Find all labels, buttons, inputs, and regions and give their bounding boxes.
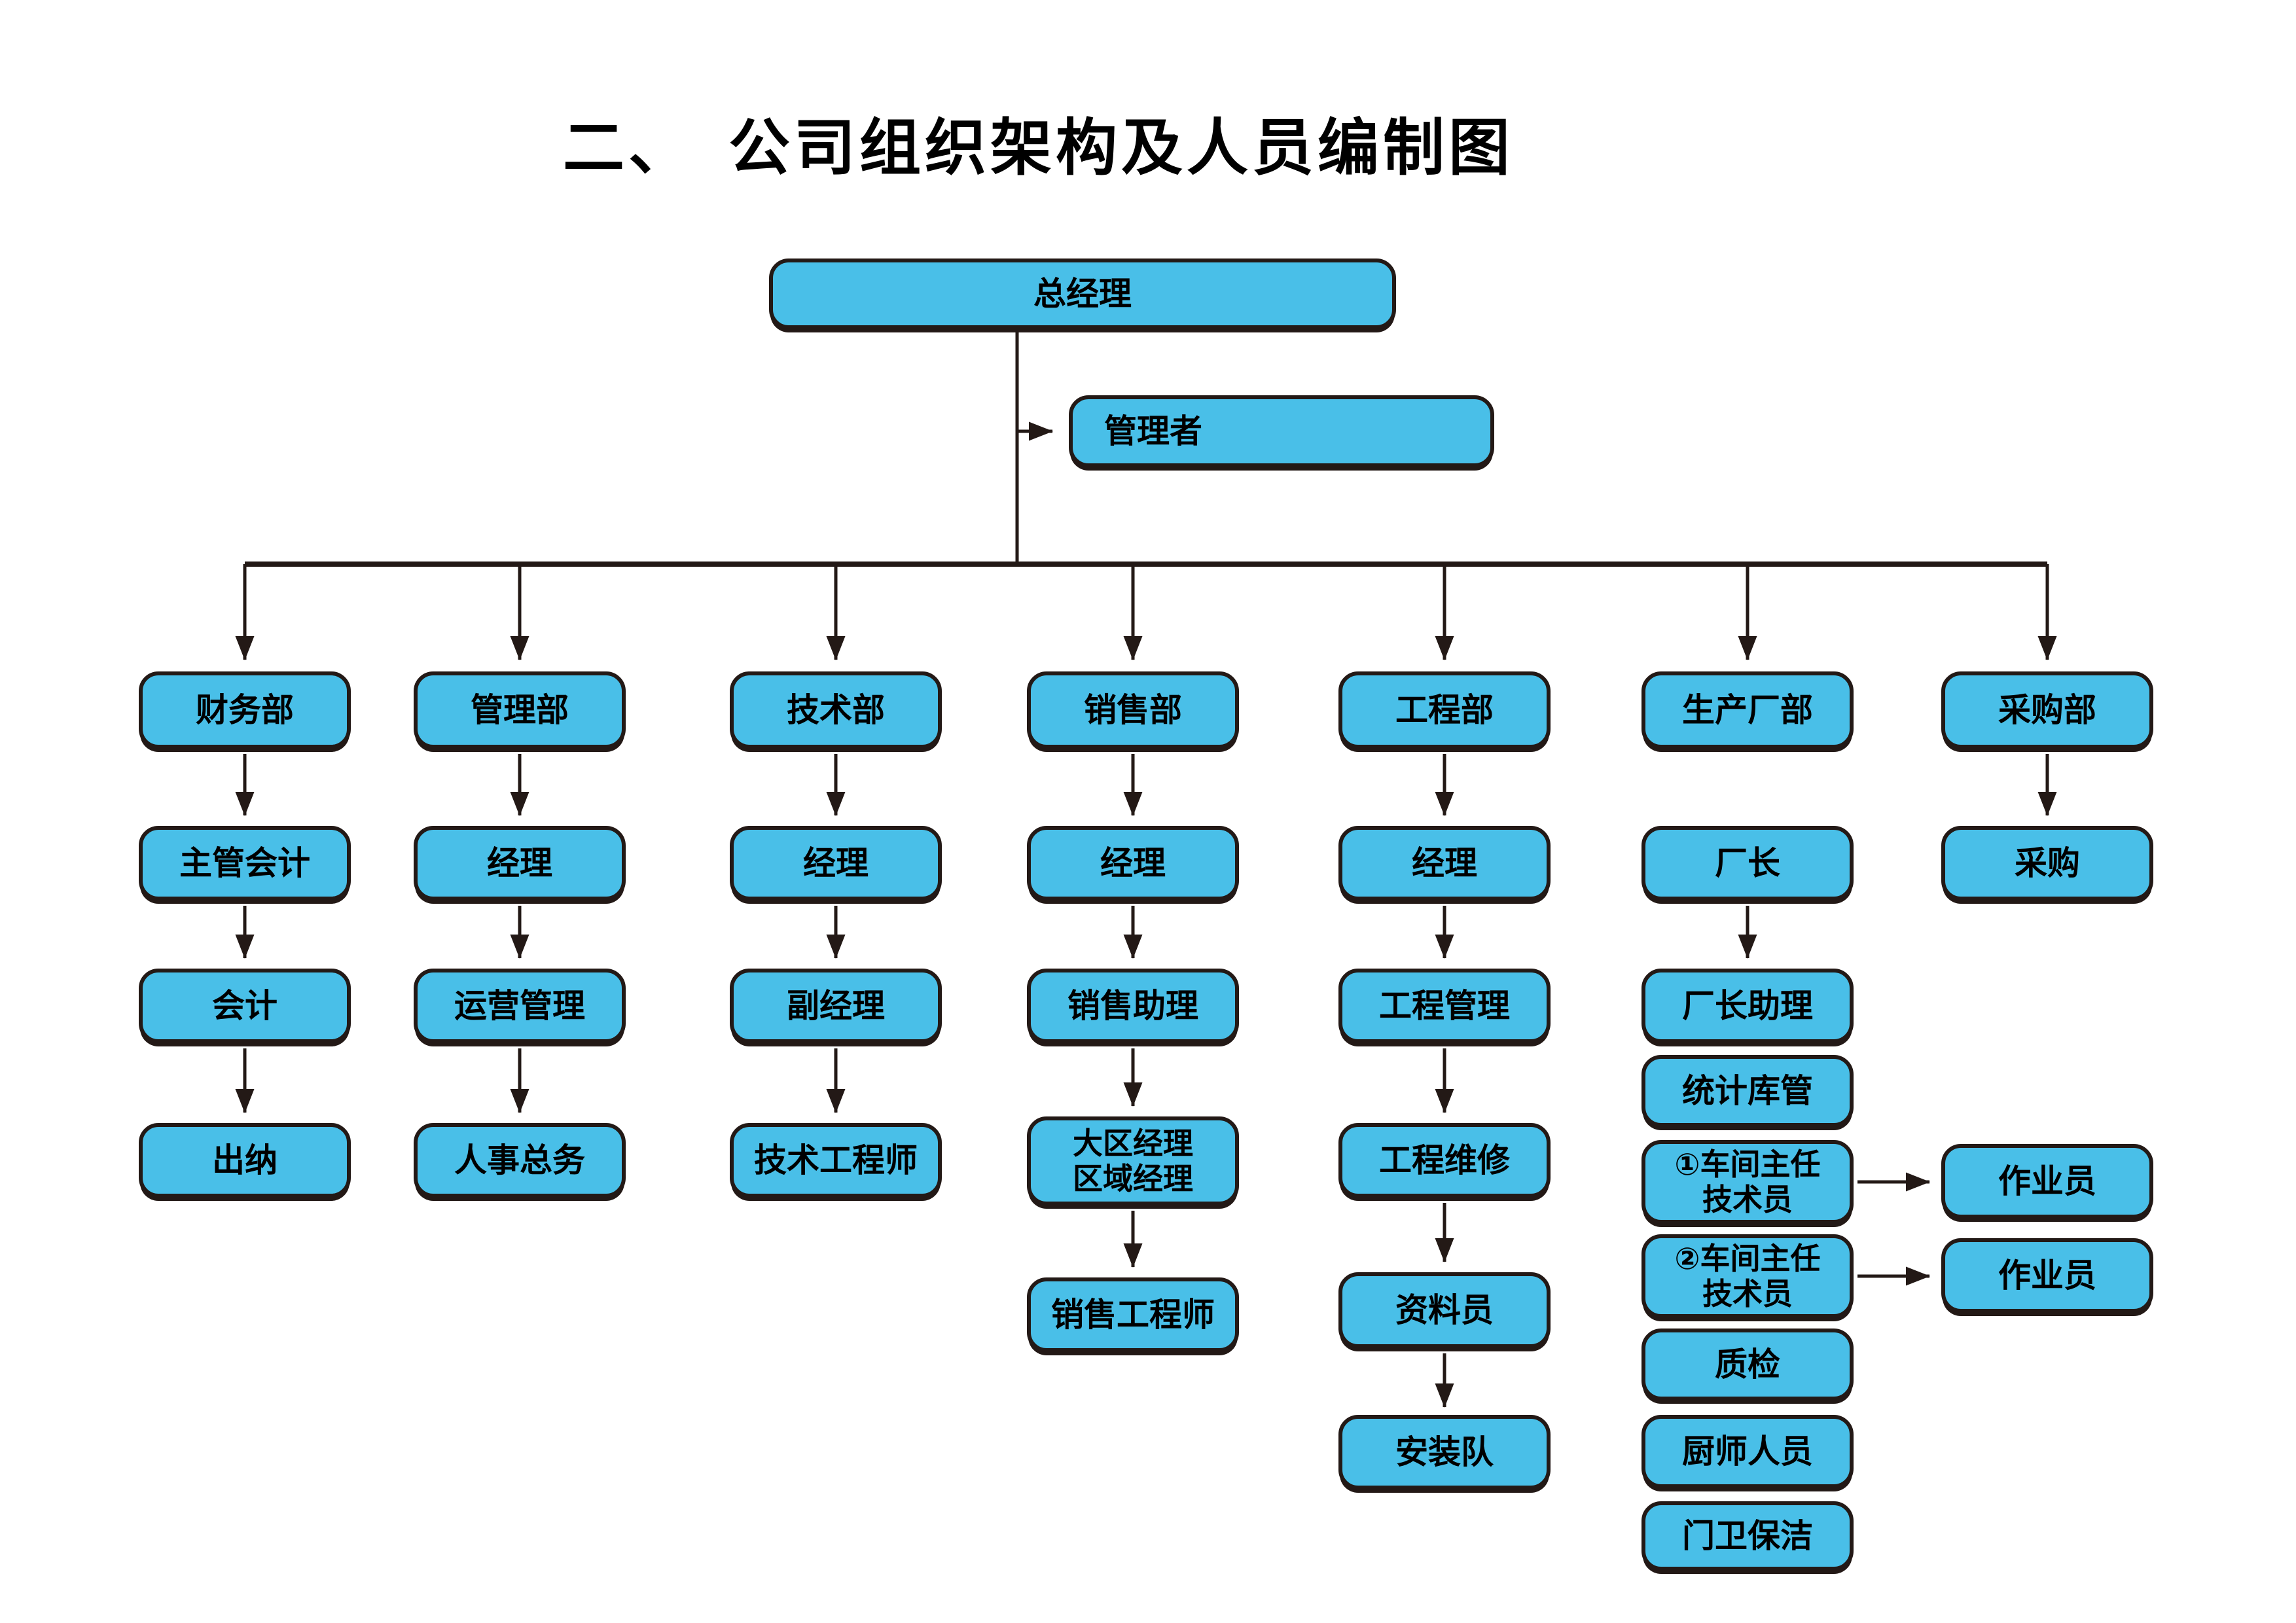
node-quality-inspection: 质检 (1641, 1329, 1854, 1400)
node-workshop1: ①车间主任 技术员 (1641, 1140, 1854, 1224)
node-documentation-clerk: 资料员 (1338, 1272, 1551, 1348)
node-admin-manager: 经理 (414, 826, 626, 901)
node-regional-manager: 大区经理 区域经理 (1027, 1116, 1239, 1205)
node-installation-team: 安装队 (1338, 1415, 1551, 1489)
node-sales-engineer: 销售工程师 (1027, 1277, 1239, 1352)
node-tech-dept: 技术部 (730, 671, 942, 749)
node-operations-management: 运营管理 (414, 969, 626, 1043)
node-sales-dept: 销售部 (1027, 671, 1239, 749)
node-technical-engineer: 技术工程师 (730, 1123, 942, 1198)
page-title: 二、 公司组织架构及人员编制图 (563, 113, 1515, 182)
node-operator1: 作业员 (1941, 1144, 2153, 1219)
node-factory-director-assistant: 厂长助理 (1641, 969, 1854, 1043)
node-general-manager: 总经理 (769, 259, 1396, 329)
node-sales-assistant: 销售助理 (1027, 969, 1239, 1043)
node-statistics-warehouse: 统计库管 (1641, 1055, 1854, 1127)
node-factory-director: 厂长 (1641, 826, 1854, 901)
node-manager: 管理者 (1069, 395, 1494, 467)
node-purchaser: 采购 (1941, 826, 2153, 901)
node-purchasing-dept: 采购部 (1941, 671, 2153, 749)
node-engineering-manager: 经理 (1338, 826, 1551, 901)
node-accountant: 会计 (139, 969, 351, 1043)
node-sales-manager: 经理 (1027, 826, 1239, 901)
node-operator2: 作业员 (1941, 1238, 2153, 1313)
node-engineering-management: 工程管理 (1338, 969, 1551, 1043)
node-chef-staff: 厨师人员 (1641, 1415, 1854, 1488)
node-security-cleaning: 门卫保洁 (1641, 1501, 1854, 1571)
node-tech-manager: 经理 (730, 826, 942, 901)
node-hr-general-affairs: 人事总务 (414, 1123, 626, 1198)
node-cashier: 出纳 (139, 1123, 351, 1198)
node-finance-dept: 财务部 (139, 671, 351, 749)
node-production-dept: 生产厂部 (1641, 671, 1854, 749)
node-engineering-dept: 工程部 (1338, 671, 1551, 749)
node-workshop2: ②车间主任 技术员 (1641, 1234, 1854, 1318)
node-admin-dept: 管理部 (414, 671, 626, 749)
node-engineering-maintenance: 工程维修 (1338, 1123, 1551, 1198)
node-deputy-manager: 副经理 (730, 969, 942, 1043)
node-chief-accountant: 主管会计 (139, 826, 351, 901)
